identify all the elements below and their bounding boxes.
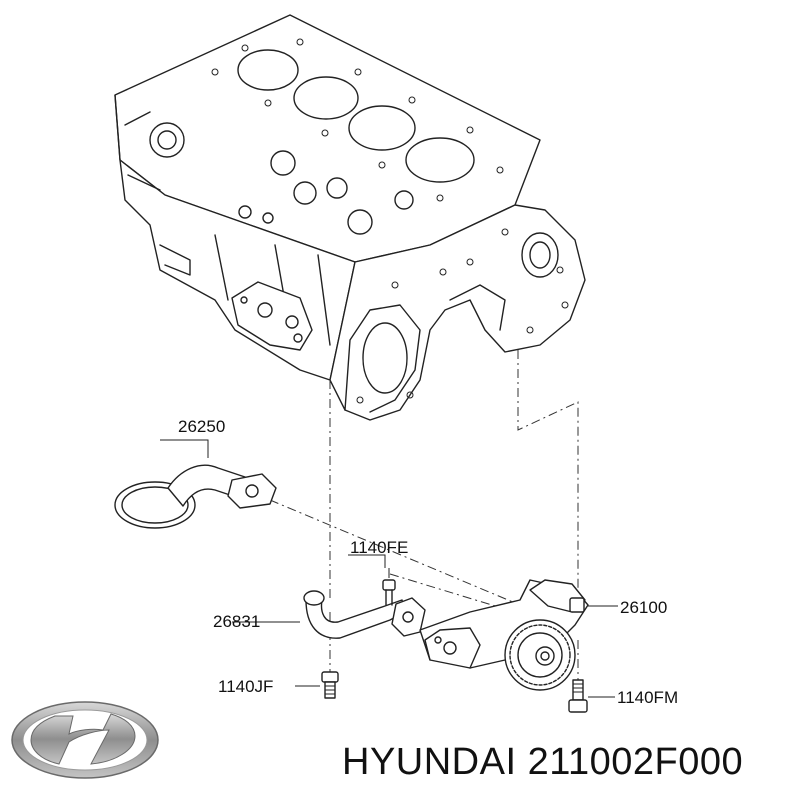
bolt-1140jf (295, 671, 339, 699)
oil-pump-part (419, 579, 618, 691)
label-1140fm: 1140FM (617, 688, 678, 707)
engine-block (114, 14, 586, 421)
label-26100: 26100 (620, 598, 667, 617)
oil-strainer-part (114, 439, 277, 529)
label-26831: 26831 (213, 612, 260, 631)
oil-pipe-part (232, 590, 426, 639)
label-1140fe: 1140FE (350, 538, 408, 557)
brand-part-number: HYUNDAI 211002F000 (342, 741, 743, 783)
label-1140jf: 1140JF (218, 677, 273, 696)
label-26250: 26250 (178, 417, 225, 436)
bolt-1140fm (568, 679, 615, 713)
hyundai-logo-icon (11, 701, 159, 779)
bolt-1140fe (348, 554, 396, 606)
